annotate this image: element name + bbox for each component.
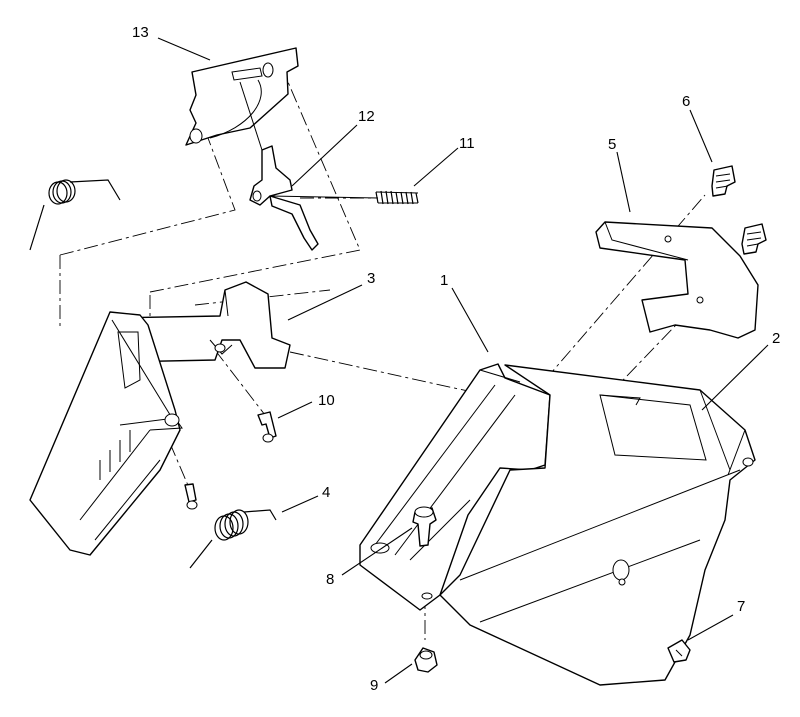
leader-10 [277,401,313,419]
callout-10: 10 [318,392,335,409]
callout-13: 13 [132,24,149,41]
callout-leaders [157,37,769,684]
part-2-chute-cover [439,364,756,686]
part-6-bolts [711,165,767,255]
part-8-bolt [412,506,437,547]
callout-11: 11 [459,135,475,152]
leader-5 [616,151,631,213]
leader-11 [413,147,459,187]
callout-labels: 1 2 3 4 5 6 7 8 9 10 11 12 13 [132,24,780,694]
callout-12: 12 [358,108,375,125]
part-7-screw [667,639,691,663]
leader-4 [281,495,319,513]
part-9-bushing [414,647,438,673]
leader-13 [157,37,211,61]
leader-6 [689,109,713,163]
lower-left-screw [184,483,198,510]
leader-7 [687,614,734,641]
callout-6: 6 [682,93,690,110]
part-13-pivot-bracket [185,47,299,151]
callout-7: 7 [737,598,745,615]
part-11-compression-spring [269,190,419,205]
upper-torsion-spring [29,179,121,251]
leader-9 [384,663,413,684]
callout-4: 4 [322,484,330,501]
callout-3: 3 [367,270,375,287]
left-guard-panel [29,311,183,556]
part-5-shield-plate [595,221,759,339]
leader-12 [291,124,358,187]
part-4-torsion-spring [189,509,277,569]
callout-9: 9 [370,677,378,694]
leader-2 [701,344,769,411]
part-10-screw [257,411,277,443]
callout-8: 8 [326,571,334,588]
callout-2: 2 [772,330,780,347]
callout-1: 1 [440,272,448,289]
part-3-latch-bracket [111,281,291,369]
leader-3 [287,284,363,321]
leader-1 [451,287,489,353]
callout-5: 5 [608,136,616,153]
leader-8 [341,527,413,576]
